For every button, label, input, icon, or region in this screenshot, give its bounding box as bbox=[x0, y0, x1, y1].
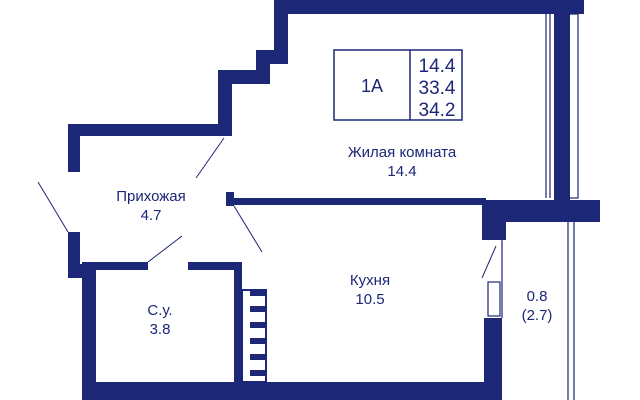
living-room-area: 14.4 bbox=[387, 163, 416, 180]
wall-bath-right bbox=[234, 262, 242, 382]
bathroom-name: С.у. bbox=[147, 302, 172, 319]
wall-balcony-top bbox=[486, 200, 600, 222]
room-labels: Жилая комната 14.4 Прихожая 4.7 С.у. 3.8… bbox=[116, 144, 552, 338]
total-area-value: 33.4 bbox=[419, 78, 456, 99]
wall-right-cap bbox=[570, 0, 584, 14]
kitchen-door-swing bbox=[233, 205, 263, 253]
living-room-name: Жилая комната bbox=[348, 144, 457, 161]
doors bbox=[37, 137, 497, 279]
summary-box: 1A 14.4 33.4 34.2 bbox=[333, 49, 463, 121]
bathroom-area: 3.8 bbox=[150, 321, 171, 338]
total-area-with-balcony-value: 34.2 bbox=[419, 100, 456, 121]
wall-top bbox=[274, 0, 570, 14]
balcony-area: 0.8 bbox=[527, 288, 548, 305]
summary-frame bbox=[333, 49, 463, 121]
wall-step-6 bbox=[68, 124, 232, 136]
balcony-door-swing bbox=[481, 245, 497, 279]
balcony-area-adjusted: (2.7) bbox=[522, 307, 553, 324]
bath-door-swing bbox=[147, 235, 183, 263]
balcony-door-frame bbox=[487, 281, 501, 317]
living-window bbox=[567, 13, 579, 199]
wall-step-5 bbox=[218, 70, 232, 132]
wall-partition-end bbox=[226, 192, 234, 206]
wall-bottom bbox=[82, 382, 502, 400]
wall-left-bottom bbox=[82, 264, 96, 400]
wall-balcony-corner bbox=[482, 200, 506, 240]
living-area-value: 14.4 bbox=[419, 56, 456, 77]
wall-step-1 bbox=[274, 0, 288, 64]
hallway-name: Прихожая bbox=[116, 188, 186, 205]
wall-bath-top-left bbox=[82, 262, 148, 270]
wall-kitchen-right bbox=[484, 318, 502, 400]
walls bbox=[68, 0, 600, 400]
entrance-door-swing bbox=[37, 181, 69, 233]
kitchen-area: 10.5 bbox=[355, 291, 384, 308]
kitchen-name: Кухня bbox=[350, 272, 390, 289]
wall-bath-top-right bbox=[188, 262, 242, 270]
hallway-area: 4.7 bbox=[141, 207, 162, 224]
wall-left-top bbox=[68, 124, 80, 172]
apartment-type: 1A bbox=[361, 76, 383, 96]
wall-right-top bbox=[554, 0, 570, 210]
windows bbox=[487, 13, 579, 400]
living-door-swing bbox=[195, 137, 225, 179]
ventilation-shaft bbox=[241, 289, 267, 383]
wall-living-kitchen bbox=[232, 198, 486, 205]
